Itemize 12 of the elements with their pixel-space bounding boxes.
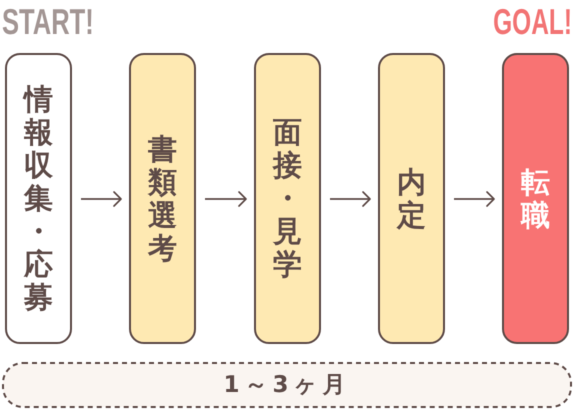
step-box: 面接・見学 [254,53,321,344]
goal-box: 転職 [502,53,569,344]
step-box: 情報収集・応募 [5,53,72,344]
arrow [454,191,495,207]
arrow [81,191,122,207]
arrow [330,191,371,207]
arrow [205,191,247,207]
goal-label: GOAL! [493,4,572,40]
step-box: 書類選考 [129,53,196,344]
duration-band: 1～3ヶ月 [2,362,572,408]
start-label: START! [2,4,94,40]
step-box: 内定 [378,53,445,344]
